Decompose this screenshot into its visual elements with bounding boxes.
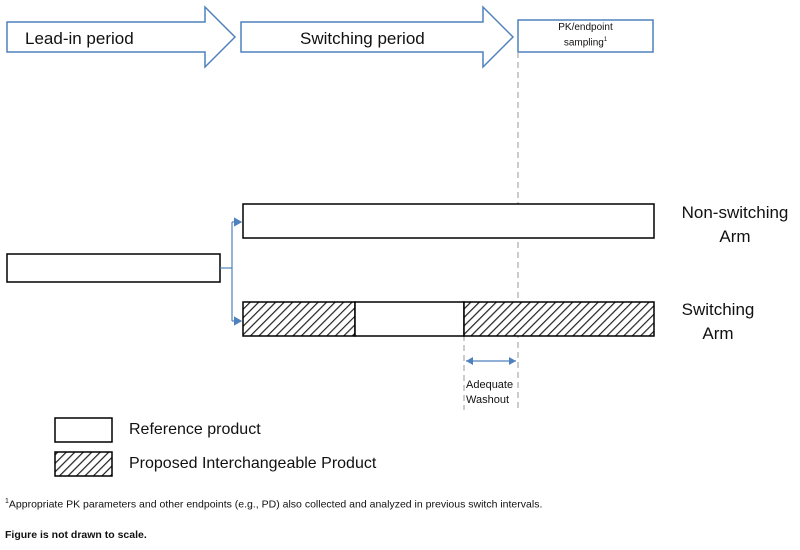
scale-note: Figure is not drawn to scale. (5, 529, 147, 541)
randomization-connector (220, 217, 243, 326)
pk-sampling-box (517, 19, 654, 53)
pk-sampling-label-line2: sampling (563, 37, 604, 49)
lead-in-bar (6, 253, 221, 283)
pk-footnote-marker: 1 (603, 37, 608, 43)
footnote: 1Appropriate PK parameters and other end… (5, 498, 542, 511)
washout-double-arrow (466, 357, 516, 365)
non-switching-arm-bar (242, 203, 655, 239)
lead-in-period-label: Lead-in period (25, 29, 134, 48)
non-switching-arm-label-line1: Non-switching (682, 203, 789, 222)
non-switching-arm-label-line2: Arm (719, 227, 750, 246)
washout-label-line2: Washout (466, 394, 509, 406)
switching-segment-proposed-2 (463, 301, 655, 337)
washout-label-line1: Adequate (466, 379, 513, 391)
pk-sampling-label-line1: PK/endpoint (558, 22, 613, 33)
legend-proposed-label: Proposed Interchangeable Product (129, 455, 377, 472)
switching-arm-label-line1: Switching (682, 300, 755, 319)
switching-arm-label-line2: Arm (702, 324, 733, 343)
legend-reference-swatch (54, 417, 113, 443)
switching-period-label: Switching period (300, 29, 425, 48)
switching-period-arrow: Switching period (240, 5, 515, 69)
pk-sampling-label: PK/endpoint sampling1 (519, 22, 652, 49)
footnote-text: Appropriate PK parameters and other endp… (8, 498, 543, 511)
footnote-marker: 1 (5, 498, 9, 505)
legend-reference-label: Reference product (129, 421, 261, 438)
switching-segment-reference (354, 301, 465, 337)
switching-segment-proposed-1 (242, 301, 356, 337)
lead-in-period-arrow: Lead-in period (6, 5, 237, 69)
switching-arm-bar (242, 301, 655, 337)
legend-proposed-swatch (54, 451, 113, 477)
